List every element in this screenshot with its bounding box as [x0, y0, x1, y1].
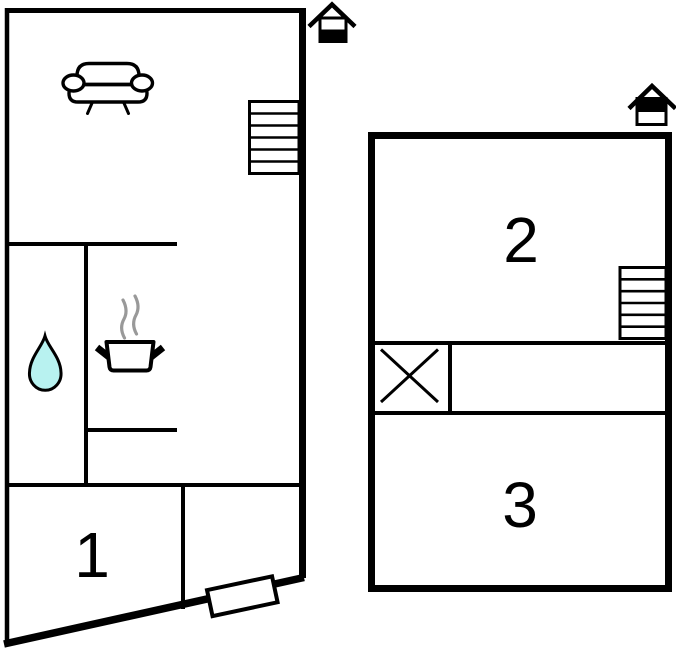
upper-floor-interior-walls — [368, 341, 672, 415]
sofa-back — [75, 61, 141, 88]
sofa-armrest — [129, 73, 155, 93]
upper-floor-outer-walls — [368, 132, 672, 592]
staircase-icon — [248, 100, 301, 175]
staircase-icon — [618, 266, 668, 340]
ground-floor-plan: 1 — [3, 1, 357, 648]
house-marked-level — [635, 97, 668, 112]
ground-floor-interior-walls — [5, 242, 301, 609]
entrance-door-icon — [204, 573, 280, 619]
upper-floor-plan: 2 3 — [368, 82, 676, 592]
sofa-leg — [122, 100, 130, 115]
cross-line — [379, 348, 440, 404]
sofa-icon — [61, 61, 155, 115]
house-ground-floor-icon — [307, 1, 357, 43]
steam-line — [120, 298, 128, 340]
water-drop-icon — [27, 330, 63, 392]
room-2-label: 2 — [503, 204, 539, 276]
pot-body — [104, 340, 156, 373]
house-marked-level — [318, 29, 348, 42]
room-3-label: 3 — [502, 469, 538, 541]
sofa-armrest — [61, 73, 86, 93]
house-roof — [627, 82, 676, 111]
crossed-void-icon — [379, 348, 440, 404]
cooking-pot-icon — [94, 294, 166, 373]
steam-line — [132, 294, 140, 336]
house-roof — [307, 1, 357, 29]
room-1-label: 1 — [74, 519, 110, 591]
house-upper-floor-icon — [627, 82, 676, 126]
door-leaf — [204, 573, 280, 619]
sofa-leg — [86, 100, 94, 115]
